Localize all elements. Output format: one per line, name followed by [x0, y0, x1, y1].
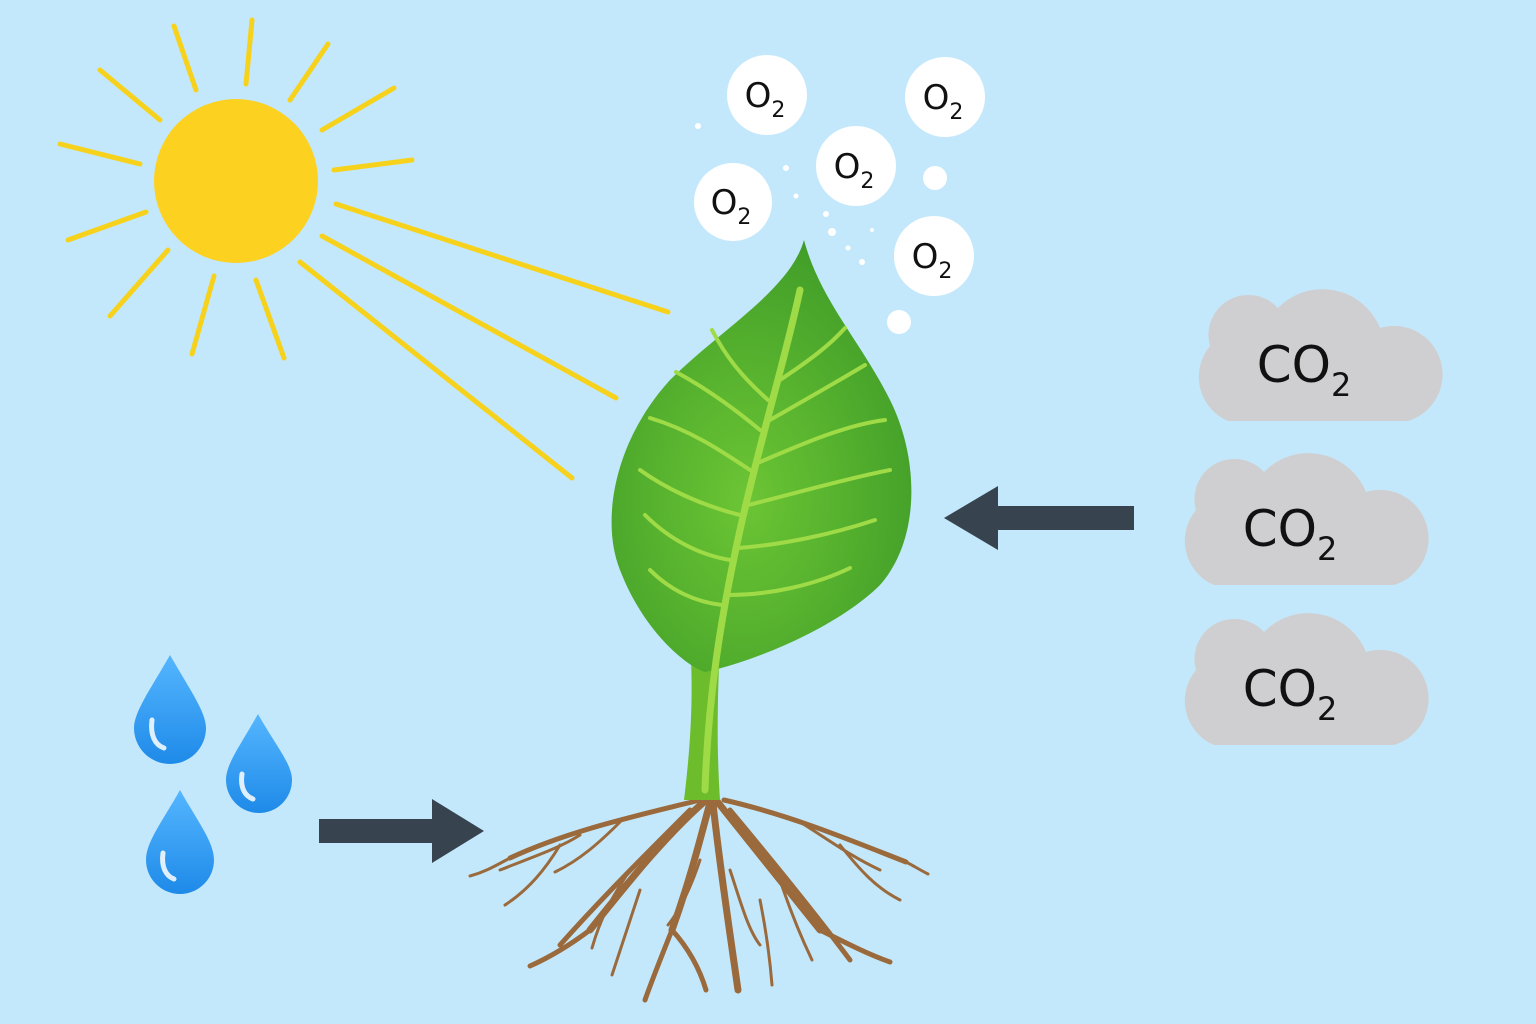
sun-rays [57, 17, 671, 481]
sparkle-dot [845, 245, 851, 251]
co2-cloud: CO2 [1184, 453, 1429, 585]
svg-text:O2: O2 [923, 78, 964, 125]
cloud-icon [1198, 289, 1443, 422]
cloud-icon [1184, 613, 1429, 745]
sparkle-dot [859, 259, 865, 265]
svg-text:CO2: CO2 [1243, 500, 1338, 568]
svg-text:O2: O2 [834, 147, 875, 194]
small-bubble [887, 310, 911, 334]
small-bubble [923, 166, 947, 190]
oxygen-bubble: O2 [694, 163, 772, 241]
co2-arrow-icon [944, 486, 1134, 550]
sparkle-dot [828, 228, 836, 236]
water-drop-icon [146, 790, 214, 894]
oxygen-bubble: O2 [905, 57, 985, 137]
sparkle-dot [783, 165, 789, 171]
sun-disc [154, 99, 318, 263]
leaf-veins [638, 286, 892, 794]
roots [468, 791, 930, 1003]
co2-cloud: CO2 [1198, 289, 1443, 422]
oxygen-bubble: O2 [816, 126, 896, 206]
svg-text:O2: O2 [745, 76, 786, 123]
co2-cloud: CO2 [1184, 613, 1429, 745]
water-drops [134, 655, 292, 894]
svg-text:O2: O2 [711, 183, 752, 230]
oxygen-bubble: O2 [727, 55, 807, 135]
svg-text:CO2: CO2 [1257, 336, 1352, 404]
water-drop-icon [134, 655, 206, 764]
sparkle-dot [793, 193, 799, 199]
oxygen-bubble: O2 [894, 216, 974, 296]
sparkle-dot [823, 211, 829, 217]
oxygen-bubbles: O2 O2 O2 O2 O2 [694, 55, 985, 334]
cloud-icon [1184, 453, 1429, 585]
sparkle-dot [870, 228, 874, 232]
sparkle-dot [695, 123, 701, 129]
svg-text:CO2: CO2 [1243, 660, 1338, 728]
svg-text:O2: O2 [912, 237, 953, 284]
water-drop-icon [226, 714, 292, 813]
sun-icon [57, 17, 671, 481]
water-arrow-icon [319, 799, 484, 863]
co2-clouds: CO2 CO2 CO2 [1184, 289, 1443, 745]
leaf-icon [611, 240, 912, 794]
